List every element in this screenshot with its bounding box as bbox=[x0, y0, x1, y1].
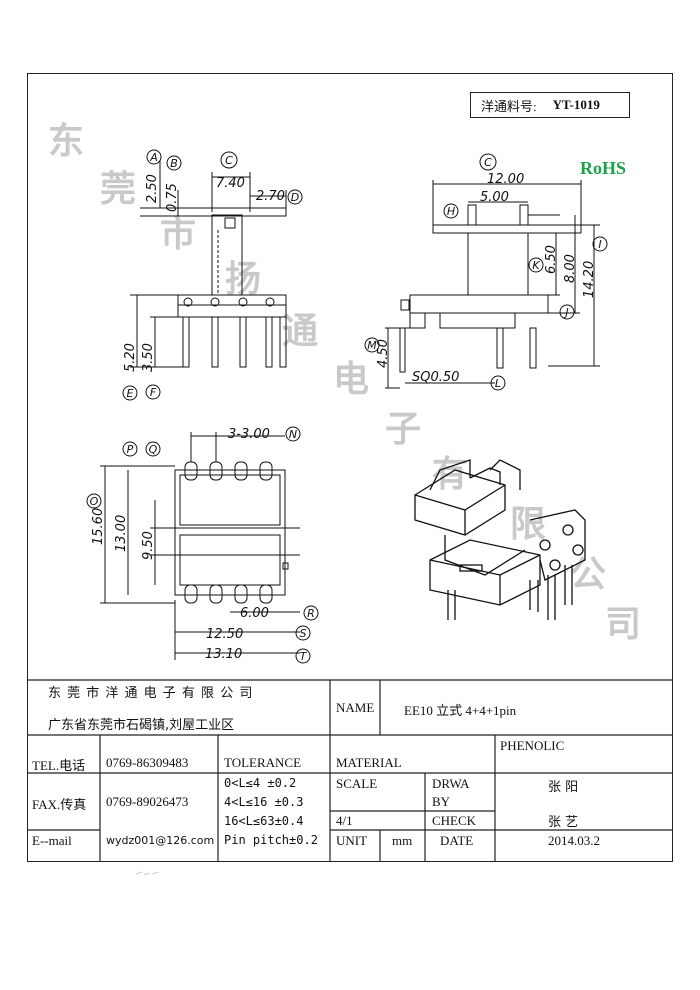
material-label: MATERIAL bbox=[336, 755, 402, 770]
part-number-label: 洋通料号: bbox=[481, 98, 537, 114]
dim-labels-side bbox=[364, 153, 608, 391]
tel-label: TEL.电话 bbox=[32, 758, 86, 773]
date-label: DATE bbox=[440, 833, 474, 848]
check-value: 张 艺 bbox=[548, 815, 579, 830]
tolerance-row-2: 4<L≤16 ±0.3 bbox=[224, 795, 304, 809]
label-S: S bbox=[300, 627, 307, 640]
dim-sq0-50: SQ0.50 bbox=[412, 370, 459, 385]
watermark-char: 限 bbox=[510, 504, 547, 545]
isometric-view bbox=[414, 459, 586, 620]
title-block-grid bbox=[27, 679, 673, 862]
dim-3x3-00: 3-3.00 bbox=[228, 427, 270, 442]
dim-12-00: 12.00 bbox=[487, 172, 524, 187]
watermark-char: 公 bbox=[570, 554, 607, 595]
watermark-char: 子 bbox=[385, 409, 422, 450]
watermark-char: 扬 bbox=[225, 259, 262, 300]
dim-14-20: 14.20 bbox=[582, 261, 597, 298]
tolerance-row-4: Pin pitch±0.2 bbox=[224, 833, 318, 847]
watermark-char: 司 bbox=[605, 604, 642, 645]
dim-9-50: 9.50 bbox=[141, 531, 156, 560]
label-M: M bbox=[367, 339, 377, 352]
part-number-value: YT-1019 bbox=[552, 97, 600, 112]
unit-value: mm bbox=[392, 833, 413, 848]
part-number-box: 洋通料号: YT-1019 bbox=[470, 92, 630, 118]
company-address: 广东省东莞市石碣镇,刘屋工业区 bbox=[48, 718, 235, 733]
tolerance-row-3: 16<L≤63±0.4 bbox=[224, 814, 304, 828]
material-value: PHENOLIC bbox=[500, 738, 565, 753]
name-label: NAME bbox=[336, 700, 375, 715]
tel-value: 0769-86309483 bbox=[106, 755, 189, 770]
dim-8-00: 8.00 bbox=[563, 254, 578, 283]
dim-4-50: 4.50 bbox=[376, 339, 391, 368]
label-L: L bbox=[495, 377, 501, 390]
label-J: J bbox=[563, 306, 568, 319]
label-A: A bbox=[149, 151, 158, 164]
label-E: E bbox=[127, 387, 134, 400]
email-value: wydz001@126.com bbox=[106, 834, 215, 847]
drawn-by-label: DRWA bbox=[432, 776, 470, 791]
label-N: N bbox=[289, 428, 297, 441]
watermark-char: 东 bbox=[48, 121, 85, 162]
scale-label: SCALE bbox=[336, 776, 378, 791]
email-label: E--mail bbox=[32, 833, 72, 848]
dim-5-20: 5.20 bbox=[123, 343, 138, 372]
tolerance-label: TOLERANCE bbox=[224, 755, 302, 770]
dim-6-50: 6.50 bbox=[544, 245, 559, 274]
unit-label: UNIT bbox=[336, 833, 368, 848]
watermark-char: 通 bbox=[282, 311, 319, 352]
bottom-view bbox=[100, 432, 300, 660]
dim-5-00: 5.00 bbox=[480, 190, 509, 205]
label-T: T bbox=[300, 650, 308, 663]
date-value: 2014.03.2 bbox=[548, 833, 600, 848]
label-Q: Q bbox=[149, 443, 158, 456]
dim-13-10: 13.10 bbox=[205, 647, 242, 662]
fax-value: 0769-89026473 bbox=[106, 794, 189, 809]
dim-15-60: 15.60 bbox=[91, 508, 106, 545]
dim-2-70: 2.70 bbox=[256, 189, 285, 204]
company-name: 东 莞 市 洋 通 电 子 有 限 公 司 bbox=[48, 686, 254, 701]
name-value: EE10 立式 4+4+1pin bbox=[404, 703, 517, 718]
label-K: K bbox=[532, 259, 540, 272]
watermark-char: 莞 bbox=[100, 169, 137, 210]
scale-value: 4/1 bbox=[336, 813, 353, 828]
dim-13-00: 13.00 bbox=[114, 515, 129, 552]
label-C-side: C bbox=[484, 156, 492, 169]
side-view bbox=[385, 180, 600, 389]
dim-7-40: 7.40 bbox=[216, 176, 245, 191]
drawing-sheet-border bbox=[27, 73, 673, 862]
label-D: D bbox=[291, 191, 299, 204]
label-B: B bbox=[170, 157, 178, 170]
dim-labels-bottom bbox=[86, 426, 319, 664]
dim-2-50: 2.50 bbox=[145, 174, 160, 203]
label-O: O bbox=[90, 495, 99, 508]
label-C: C bbox=[225, 154, 233, 167]
dim-12-50: 12.50 bbox=[206, 627, 243, 642]
label-P: P bbox=[127, 443, 134, 456]
dim-3-50: 3.50 bbox=[141, 343, 156, 372]
drawn-by-value: 张 阳 bbox=[548, 780, 579, 795]
label-H: H bbox=[447, 205, 455, 218]
dim-6-00: 6.00 bbox=[240, 606, 269, 621]
fax-label: FAX.传真 bbox=[32, 797, 87, 812]
label-F: F bbox=[150, 386, 157, 399]
dim-0-75: 0.75 bbox=[165, 183, 180, 212]
front-view bbox=[130, 160, 287, 368]
watermark-char: 市 bbox=[160, 214, 197, 255]
drawn-by-label-2: BY bbox=[432, 794, 451, 809]
rohs-mark: RoHS bbox=[580, 158, 627, 178]
label-I: I bbox=[598, 238, 601, 251]
faint-signature-mark bbox=[135, 871, 160, 876]
check-label: CHECK bbox=[432, 813, 477, 828]
watermark-char: 电 bbox=[333, 359, 370, 400]
tolerance-row-1: 0<L≤4 ±0.2 bbox=[224, 776, 297, 790]
label-R: R bbox=[307, 607, 315, 620]
dim-labels-front bbox=[122, 149, 303, 401]
